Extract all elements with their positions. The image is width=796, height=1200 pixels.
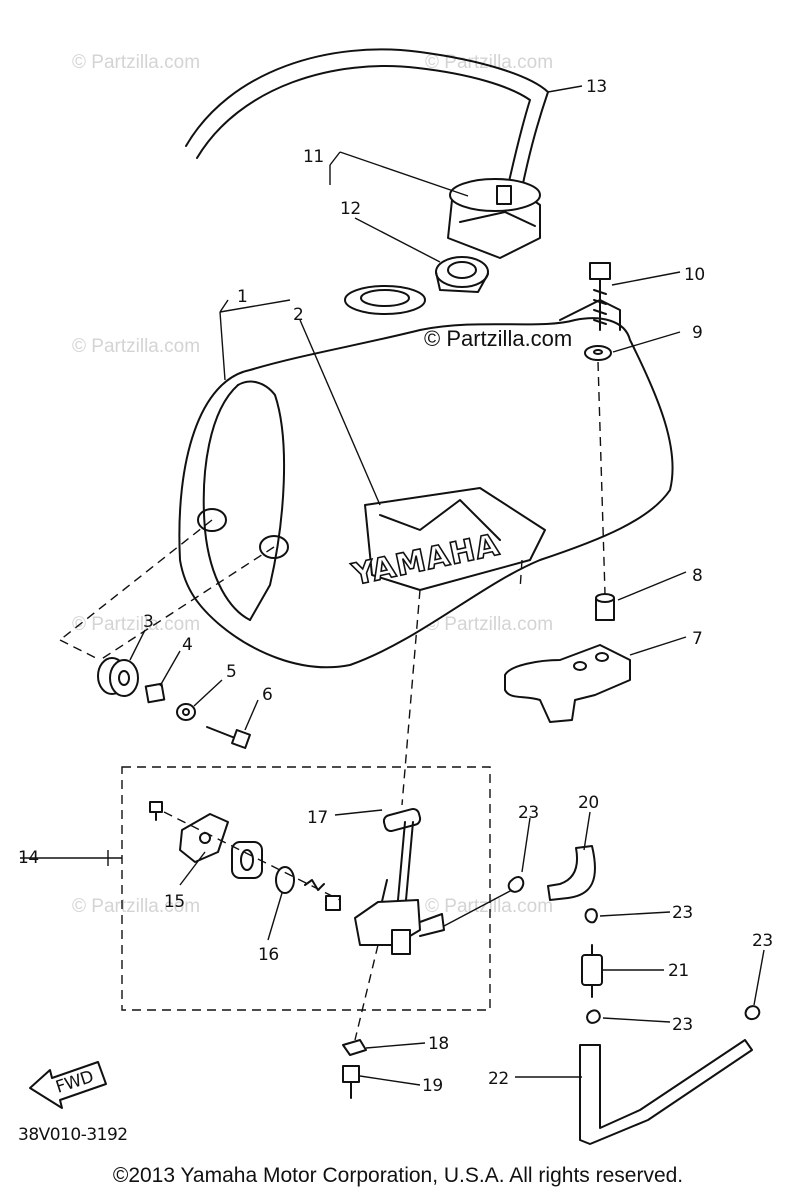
callout-2: 2 bbox=[293, 305, 303, 325]
copyright-notice: ©2013 Yamaha Motor Corporation, U.S.A. A… bbox=[112, 1164, 684, 1187]
callout-8: 8 bbox=[692, 566, 702, 586]
fuel-cock-gasket bbox=[382, 807, 422, 833]
fuel-tank: YAMAHA bbox=[178, 285, 674, 669]
callout-18: 18 bbox=[428, 1034, 449, 1054]
callout-3: 3 bbox=[143, 612, 153, 632]
partzilla-watermark: © Partzilla.com bbox=[424, 326, 573, 351]
callout-11: 11 bbox=[303, 147, 324, 167]
elbow-hose bbox=[547, 845, 596, 901]
callout-12: 12 bbox=[340, 199, 361, 219]
fuel-cock-body bbox=[354, 821, 445, 955]
callout-7: 7 bbox=[692, 629, 702, 649]
cap-gasket bbox=[435, 256, 489, 293]
callout-5: 5 bbox=[226, 662, 236, 682]
callout-9: 9 bbox=[692, 323, 702, 343]
leader-lines bbox=[20, 85, 765, 1086]
drain-washer bbox=[342, 1039, 367, 1056]
callout-labels: 13 11 12 1 2 10 9 8 7 3 4 5 6 14 17 15 1… bbox=[18, 77, 773, 1096]
callout-23: 23 bbox=[672, 903, 693, 923]
callout-23: 23 bbox=[752, 931, 773, 951]
watermark: © Partzilla.com bbox=[72, 896, 200, 917]
damper-grommet bbox=[97, 657, 139, 697]
callout-23: 23 bbox=[672, 1015, 693, 1035]
diagram-code: 38V010-3192 bbox=[18, 1125, 128, 1145]
callout-6: 6 bbox=[262, 685, 272, 705]
callout-1: 1 bbox=[237, 287, 247, 307]
fuel-cap bbox=[447, 178, 541, 259]
fuel-cock-screw bbox=[149, 801, 163, 821]
callout-22: 22 bbox=[488, 1069, 509, 1089]
watermark: © Partzilla.com bbox=[425, 614, 553, 635]
callout-17: 17 bbox=[307, 808, 328, 828]
callout-15: 15 bbox=[164, 892, 185, 912]
callout-13: 13 bbox=[586, 77, 607, 97]
fuel-hose bbox=[579, 1039, 753, 1145]
fuel-cock-lever bbox=[231, 841, 263, 879]
bolt bbox=[589, 262, 611, 331]
callout-20: 20 bbox=[578, 793, 599, 813]
o-ring bbox=[275, 866, 295, 894]
watermark: © Partzilla.com bbox=[425, 896, 553, 917]
callout-19: 19 bbox=[422, 1076, 443, 1096]
callout-4: 4 bbox=[182, 635, 192, 655]
collar-small bbox=[144, 682, 166, 704]
forward-arrow: FWD bbox=[29, 1061, 107, 1109]
fuel-cock-spring bbox=[304, 879, 341, 911]
bracket bbox=[504, 644, 631, 723]
collar bbox=[595, 593, 615, 621]
fuel-cock-plate bbox=[179, 813, 229, 863]
callout-23: 23 bbox=[518, 803, 539, 823]
callout-21: 21 bbox=[668, 961, 689, 981]
breather-hose bbox=[185, 48, 549, 189]
fuel-filter bbox=[581, 944, 603, 998]
callout-10: 10 bbox=[684, 265, 705, 285]
watermark: © Partzilla.com bbox=[72, 52, 200, 73]
watermark: © Partzilla.com bbox=[72, 614, 200, 635]
drain-bolt bbox=[342, 1065, 360, 1099]
alignment-lines bbox=[59, 361, 606, 1041]
assembly-boundary bbox=[121, 766, 491, 1011]
bolt-small bbox=[206, 726, 251, 749]
hose-clip bbox=[507, 876, 761, 1024]
callout-14: 14 bbox=[18, 848, 39, 868]
washer bbox=[584, 345, 612, 361]
watermark: © Partzilla.com bbox=[72, 336, 200, 357]
washer-small bbox=[176, 703, 196, 721]
callout-16: 16 bbox=[258, 945, 279, 965]
